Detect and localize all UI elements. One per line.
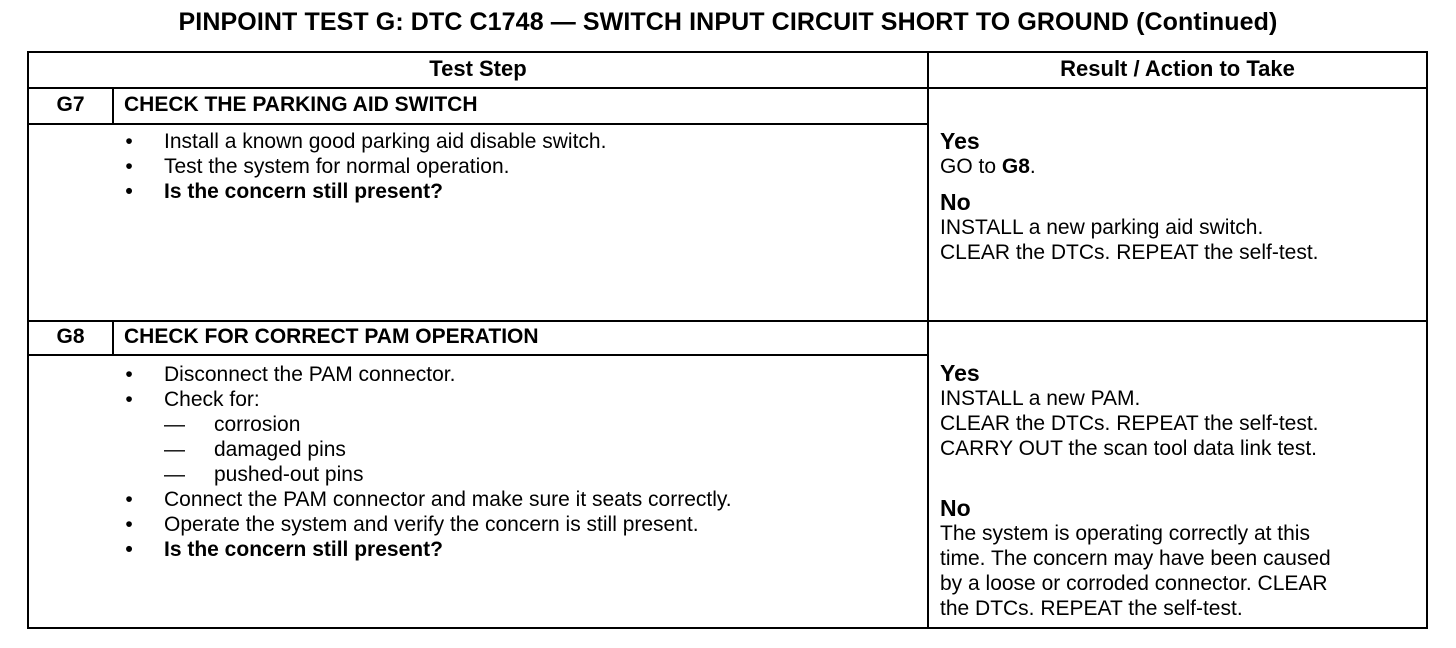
no-action: INSTALL a new parking aid switch. [940,216,1264,239]
g8-title-divider [29,354,927,356]
yes-action: INSTALL a new PAM. [940,387,1141,410]
list-item: •Is the concern still present? [125,180,443,203]
step-title: CHECK FOR CORRECT PAM OPERATION [124,325,539,348]
yes-action: CARRY OUT the scan tool data link test. [940,437,1318,460]
g7-id-divider [112,87,114,125]
row-divider [29,320,1426,322]
step-id: G7 [56,93,85,116]
list-item: —damaged pins [164,438,346,461]
no-action: The system is operating correctly at thi… [940,522,1310,545]
step-result: Yes INSTALL a new PAM. CLEAR the DTCs. R… [940,360,1420,621]
list-item: •Is the concern still present? [125,538,443,561]
list-item: •Connect the PAM connector and make sure… [125,488,732,511]
no-action: CLEAR the DTCs. REPEAT the self-test. [940,241,1319,264]
step-instructions: •Install a known good parking aid disabl… [119,129,919,204]
list-item: —corrosion [164,413,301,436]
list-item: —pushed-out pins [164,463,364,486]
step-result: Yes GO to G8. No INSTALL a new parking a… [940,128,1420,265]
step-instructions: •Disconnect the PAM connector. •Check fo… [119,362,919,562]
column-divider [927,53,929,627]
no-action: by a loose or corroded connector. CLEAR [940,572,1328,595]
list-item: •Install a known good parking aid disabl… [125,130,607,153]
header-divider [29,87,1426,89]
no-action: time. The concern may have been caused [940,547,1331,570]
step-id: G8 [56,325,85,348]
no-label: No [940,189,971,215]
pinpoint-test-table: Test Step Result / Action to Take G7 CHE… [27,51,1428,629]
step-title: CHECK THE PARKING AID SWITCH [124,93,478,116]
yes-label: Yes [940,360,980,386]
list-item: •Check for: [125,388,260,411]
list-item: •Operate the system and verify the conce… [125,513,699,536]
yes-action: CLEAR the DTCs. REPEAT the self-test. [940,412,1319,435]
g7-title-divider [29,123,927,125]
header-result: Result / Action to Take [1060,56,1295,81]
g8-id-divider [112,320,114,356]
header-test-step: Test Step [429,56,527,81]
yes-action: GO to G8. [940,155,1036,178]
no-action: the DTCs. REPEAT the self-test. [940,597,1243,620]
yes-label: Yes [940,128,980,154]
list-item: •Disconnect the PAM connector. [125,363,456,386]
no-label: No [940,495,971,521]
list-item: •Test the system for normal operation. [125,155,510,178]
page-title: PINPOINT TEST G: DTC C1748 — SWITCH INPU… [178,8,1278,36]
